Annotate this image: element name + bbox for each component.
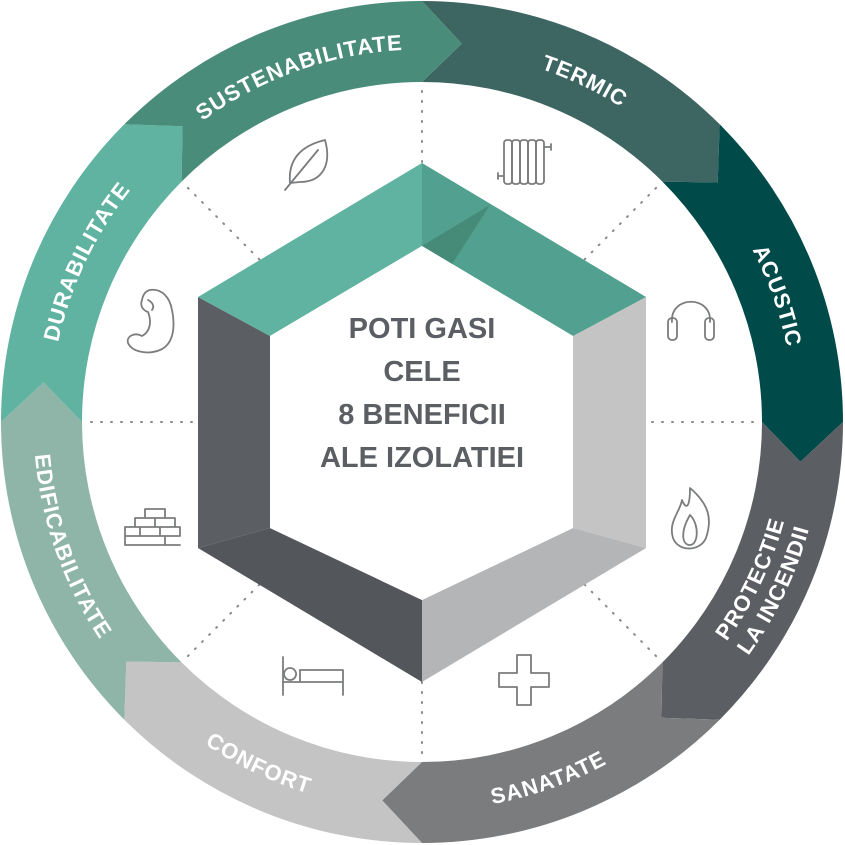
radiator-icon: [497, 139, 552, 185]
segment-arrow-termic: [422, 1, 720, 183]
segment-arrow-confort: [124, 661, 422, 843]
segment-arrow-acustic: [662, 124, 843, 462]
center-text: POTI GASI CELE 8 BENEFICII ALE IZOLATIEI: [320, 313, 524, 474]
bicep-icon: [126, 288, 175, 354]
hex-center: [270, 246, 573, 600]
segment-arrow-durabilitate: [1, 124, 183, 422]
hex-face-bottom-left: [198, 528, 422, 682]
leaf-icon: [284, 139, 329, 191]
hex-face-left: [198, 297, 270, 548]
hex-face-top-right: [422, 163, 646, 336]
bricks-icon: [124, 508, 181, 546]
hexagon: [198, 163, 646, 682]
center-text-line-3: 8 BENEFICII: [338, 399, 506, 431]
segment-arrow-protectie-la-incendii: [661, 422, 843, 720]
segment-arrow-sanatate: [382, 662, 720, 843]
hex-shade-top: [422, 205, 490, 264]
center-text-line-4: ALE IZOLATIEI: [320, 442, 524, 474]
hex-face-right: [573, 297, 646, 548]
icons: [124, 139, 715, 706]
plus-icon: [498, 654, 550, 706]
flame-icon: [670, 487, 710, 550]
center-text-line-2: CELE: [383, 356, 460, 388]
segment-arrow-edificabilitate: [1, 382, 182, 720]
hex-face-top-left: [198, 163, 422, 336]
bed-icon: [282, 656, 344, 696]
center-text-line-1: POTI GASI: [349, 313, 496, 345]
hex-face-bottom-right: [422, 528, 646, 682]
headphones-icon: [667, 300, 715, 341]
segment-arrow-sustenabilitate: [124, 1, 462, 182]
